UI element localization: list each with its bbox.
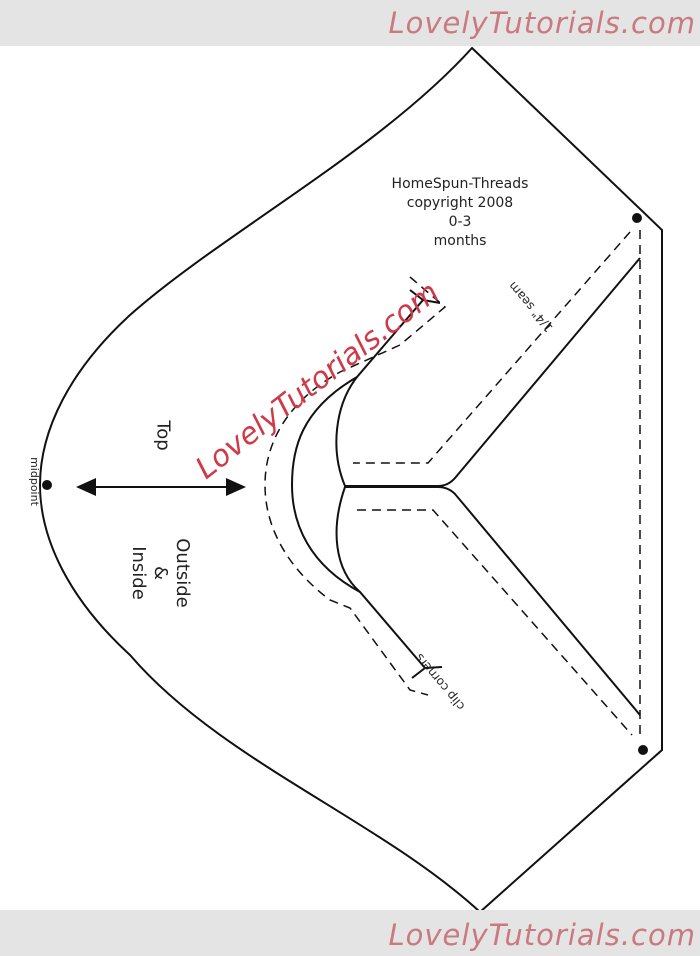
notch-upper-line <box>335 257 641 487</box>
top-watermark-band: LovelyTutorials.com <box>0 0 700 46</box>
marker-dot-bottom <box>638 745 648 755</box>
seam-dashed-lower <box>357 509 633 736</box>
outer-outline <box>38 46 663 914</box>
outside-inside-label: Outside & Inside <box>127 538 193 608</box>
midpoint-dot <box>42 480 52 490</box>
clip-mark-bottom <box>411 666 443 679</box>
notch-lower-line <box>335 486 641 716</box>
seam-dashed-upper <box>353 231 631 464</box>
bottom-watermark-band: LovelyTutorials.com <box>0 910 700 956</box>
credit-line: copyright 2008 <box>406 195 514 211</box>
watermark-bottom: LovelyTutorials.com <box>388 918 696 952</box>
arrow-right-head <box>226 478 246 496</box>
clip-mark-top <box>409 289 441 304</box>
marker-dot-top <box>632 213 642 223</box>
watermark-top: LovelyTutorials.com <box>388 6 696 40</box>
curve-outer <box>290 376 361 593</box>
top-label: Top <box>152 420 174 451</box>
outside-label: Outside <box>171 538 193 608</box>
credit-line: months <box>433 233 487 249</box>
arrow-left-head <box>76 478 96 496</box>
inside-label: Inside <box>127 546 149 600</box>
midpoint-label: midpoint <box>27 457 41 506</box>
seam-dashed-slit <box>264 276 447 696</box>
pattern-credit: HomeSpun-Threads copyright 2008 0-3 mont… <box>360 175 560 251</box>
credit-line: 0-3 <box>448 214 472 230</box>
credit-line: HomeSpun-Threads <box>391 176 529 192</box>
ampersand-label: & <box>149 565 171 581</box>
